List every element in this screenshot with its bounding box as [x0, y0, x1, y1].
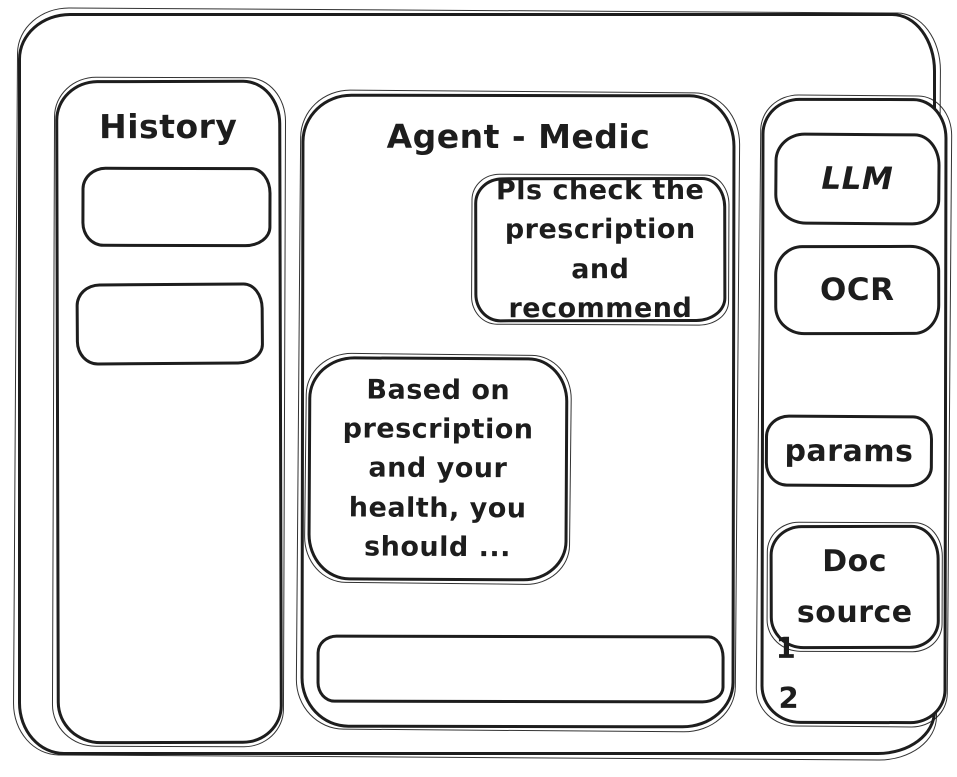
- chat-input[interactable]: [316, 634, 725, 704]
- history-item[interactable]: [75, 282, 265, 366]
- user-message-bubble: Pls check the prescription and recommend: [474, 175, 727, 324]
- doc-source-item[interactable]: 1: [775, 630, 797, 665]
- history-title: History: [99, 106, 238, 147]
- chat-panel: Agent - Medic Pls check the prescription…: [300, 93, 736, 729]
- app-window: History Agent - Medic Pls check the pres…: [18, 13, 948, 755]
- history-panel: History: [55, 79, 283, 745]
- doc-source-item[interactable]: 2: [778, 680, 800, 715]
- assistant-message-bubble: Based on prescription and your health, y…: [307, 356, 569, 582]
- chat-title: Agent - Medic: [386, 116, 651, 157]
- tools-panel: LLM OCR params Doc source 1 2: [760, 97, 948, 725]
- ocr-button[interactable]: OCR: [774, 244, 941, 336]
- llm-button[interactable]: LLM: [774, 132, 941, 226]
- params-button[interactable]: params: [764, 414, 934, 488]
- history-item[interactable]: [81, 166, 272, 248]
